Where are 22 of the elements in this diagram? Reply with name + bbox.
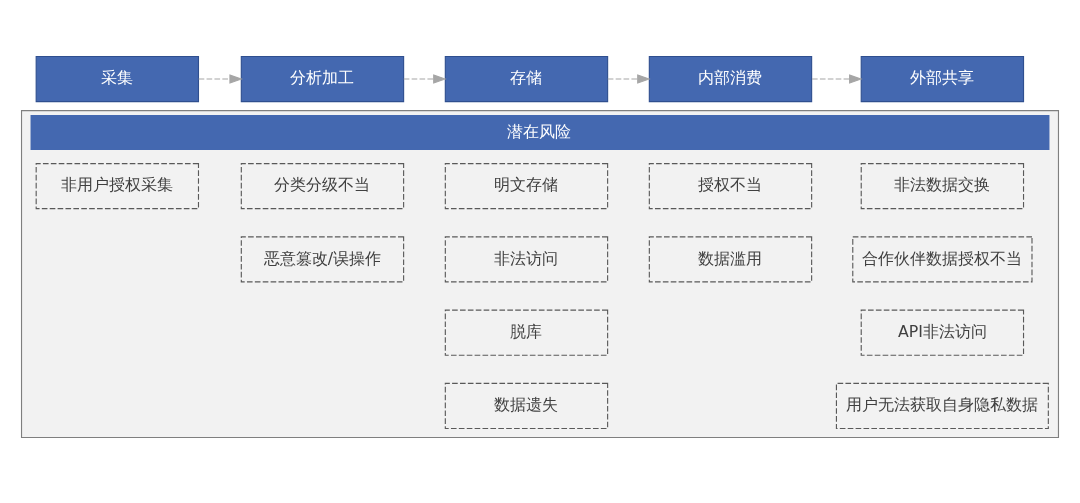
arrow xyxy=(607,74,651,84)
node-box: 内部消费 xyxy=(648,55,813,103)
arrow xyxy=(811,74,863,84)
node-box: 外部共享 xyxy=(860,55,1025,103)
node-box: 非法数据交换 xyxy=(860,163,1025,210)
node-box: 合作伙伴数据授权不当 xyxy=(852,236,1033,283)
node-box: 存储 xyxy=(444,55,609,103)
node-box: 分析加工 xyxy=(240,55,405,103)
node-box: 恶意篡改/误操作 xyxy=(240,236,405,283)
node-box: 非用户授权采集 xyxy=(35,163,200,210)
node-box: 采集 xyxy=(35,55,200,103)
node-box: 授权不当 xyxy=(648,163,813,210)
arrow xyxy=(198,74,243,84)
node-box: 数据遗失 xyxy=(444,382,609,430)
node-box: 明文存储 xyxy=(444,163,609,210)
node-box: API非法访问 xyxy=(860,309,1025,356)
node-box: 分类分级不当 xyxy=(240,163,405,210)
node-box: 数据滥用 xyxy=(648,236,813,283)
node-box: 用户无法获取自身隐私数据 xyxy=(835,382,1049,430)
node-box: 脱库 xyxy=(444,309,609,356)
arrow xyxy=(403,74,447,84)
node-box: 非法访问 xyxy=(444,236,609,283)
